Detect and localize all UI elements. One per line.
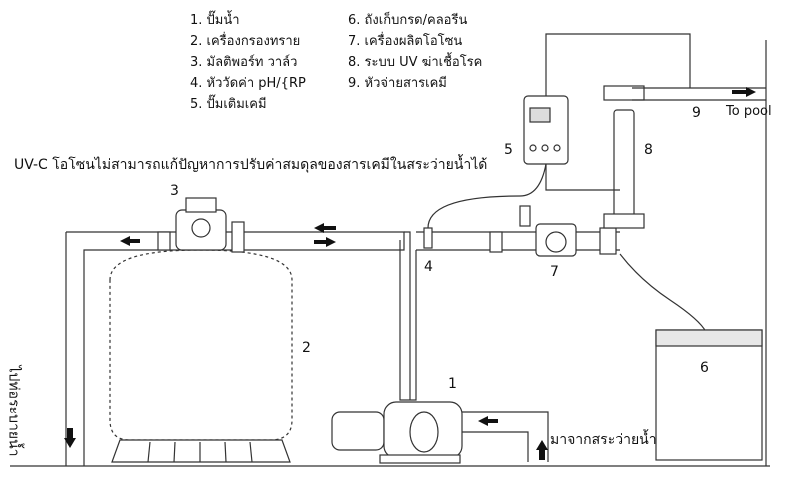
chem-pump (523, 95, 569, 165)
label-ozone: 7 (550, 264, 559, 280)
tube-tank (619, 253, 707, 333)
note-text: UV-C โอโซนไม่สามารถแก้ปัญหาการปรับค่าสมด… (14, 157, 488, 173)
arrow-right-valve (314, 237, 336, 247)
pump-riser (399, 240, 417, 401)
legend-item: 3. มัลติพอร์ท วาล์ว (190, 55, 298, 70)
legend-item: 5. ปั๊มเติมเคมี (190, 97, 267, 112)
label-pump: 1 (448, 376, 457, 392)
tube-top (545, 33, 691, 96)
top-pipe-right (404, 231, 411, 400)
arrow-left-inlet (478, 416, 498, 426)
legend-right: 6. ถังเก็บกรด/คลอรีน 7. เครื่องผลิตโอโซน… (348, 10, 482, 94)
arrow-left-valve (314, 223, 336, 233)
tube-probe (427, 163, 547, 229)
legend-left: 1. ปั๊มน้ำ 2. เครื่องกรองทราย 3. มัลติพอ… (190, 10, 306, 115)
top-pipe (66, 231, 405, 466)
pump (331, 401, 463, 464)
drain-label: ไปท่อระบายน้ำ (5, 365, 22, 457)
arrow-left-top (120, 236, 140, 246)
to-pool-label: To pool (726, 104, 772, 119)
arrow-inlet-up (536, 440, 548, 460)
arrow-drain (64, 428, 76, 448)
label-injector: 9 (692, 105, 701, 121)
inlet-label: มาจากสระว่ายน้ำ (550, 432, 657, 448)
tube-uv (545, 164, 620, 191)
legend-item: 8. ระบบ UV ฆ่าเชื้อโรค (348, 55, 483, 70)
label-sand-filter: 2 (302, 340, 311, 356)
legend-item: 1. ปั๊มน้ำ (190, 13, 240, 28)
label-chem-pump: 5 (504, 142, 513, 158)
label-acid-tank: 6 (700, 360, 709, 376)
label-uv: 8 (644, 142, 653, 158)
multiport-valve (157, 197, 245, 253)
arrow-to-pool (732, 87, 756, 97)
inlet-pipe (456, 411, 549, 462)
uv-unit (613, 109, 635, 223)
label-multiport-valve: 3 (170, 183, 179, 199)
legend-item: 2. เครื่องกรองทราย (190, 34, 301, 49)
legend-item: 4. หัววัดค่า pH/{RP (190, 76, 306, 91)
uv-return (632, 87, 766, 101)
chem-tank (655, 329, 763, 461)
legend-item: 6. ถังเก็บกรด/คลอรีน (348, 13, 468, 28)
label-ph-probe: 4 (424, 259, 433, 275)
sand-filter (109, 249, 293, 463)
legend-item: 9. หัวจ่ายสารเคมี (348, 76, 447, 91)
ph-probe (423, 227, 433, 249)
legend-item: 7. เครื่องผลิตโอโซน (348, 34, 463, 49)
